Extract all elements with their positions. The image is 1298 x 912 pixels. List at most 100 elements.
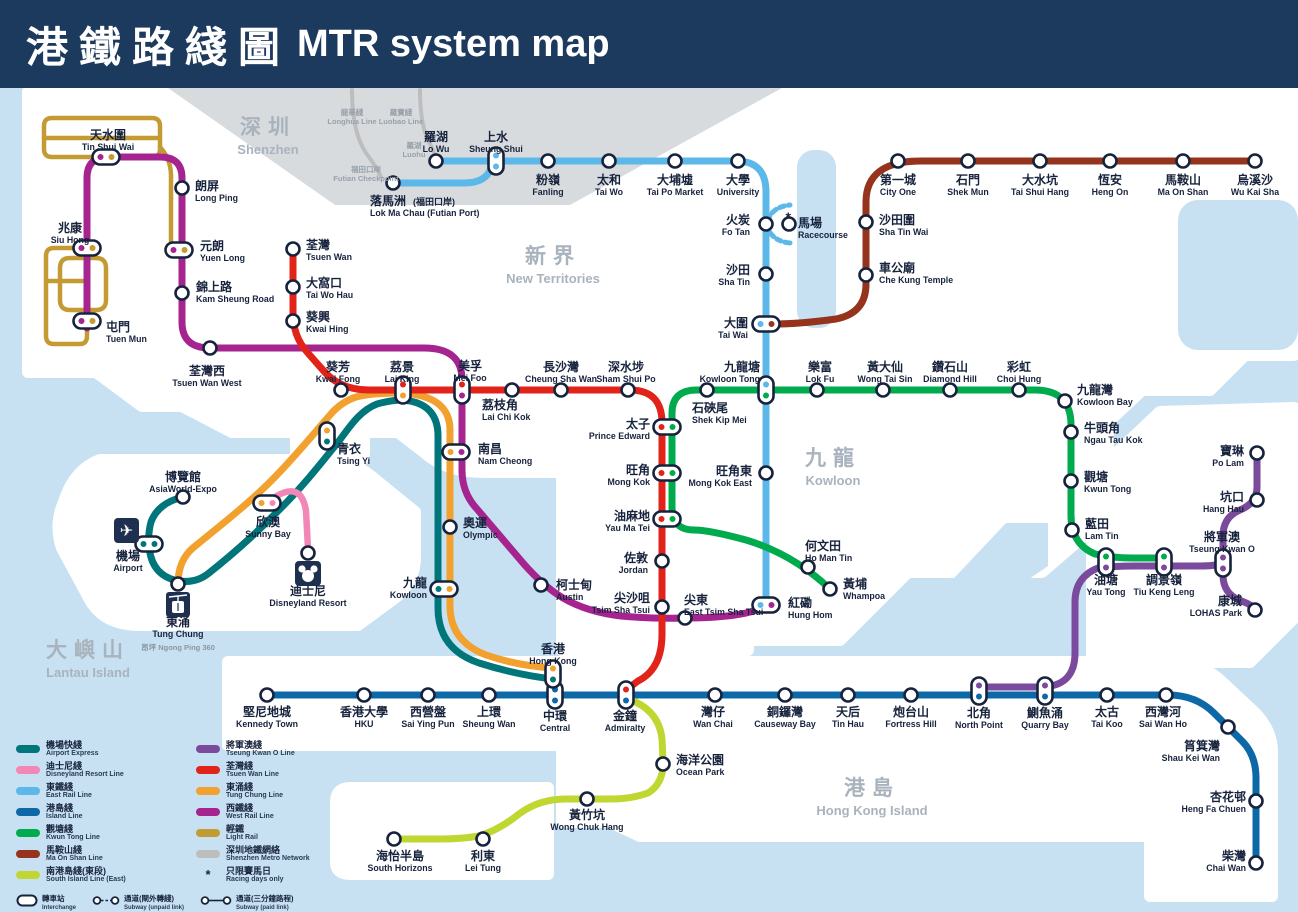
station-olympic — [442, 519, 458, 535]
station-tin-shui-wai — [91, 148, 121, 166]
station-sai-ying-pun — [420, 687, 436, 703]
station-wong-tai-sin — [875, 382, 891, 398]
station-label-zh: 朗屏 — [195, 178, 219, 193]
station-wan-chai — [707, 687, 723, 703]
station-whampoa — [822, 581, 838, 597]
line-tsuen-wan-line — [289, 243, 666, 691]
station-label-zh: 元朗 — [200, 238, 224, 253]
map-note: 昂坪 Ngong Ping 360 — [141, 642, 215, 652]
station-label-zh: 恆安 — [1098, 172, 1122, 187]
station-sha-tin-wai — [858, 214, 874, 230]
station-label-zh: 西灣河 — [1145, 704, 1181, 719]
land-tseung-kwan-o — [1086, 402, 1298, 668]
station-label-en: Yuen Long — [200, 253, 245, 263]
station-label-en: Shek Kip Mei — [692, 415, 747, 425]
station-label-en: Wong Chuk Hang — [550, 822, 623, 832]
station-kowloon-bay — [1057, 393, 1073, 409]
water-shing-mun-river — [797, 150, 836, 328]
legend-swatch-south-island-line-east — [16, 870, 40, 879]
station-label-en: South Horizons — [368, 863, 433, 873]
station-label-en: Mei Foo — [453, 373, 487, 383]
station-heng-fa-chuen — [1248, 793, 1264, 809]
station-label-zh: 黃竹坑 — [568, 807, 605, 822]
station-label-en: Sunny Bay — [245, 529, 291, 539]
station-label-zh: 太古 — [1095, 704, 1119, 719]
station-choi-hung — [1011, 382, 1027, 398]
station-label-en: Admiralty — [605, 723, 646, 733]
station-label-zh: 黃埔 — [842, 576, 867, 591]
station-label-zh: 兆康 — [58, 220, 83, 235]
station-label-zh: 落馬洲 — [370, 193, 406, 208]
station-wu-kai-sha — [1247, 153, 1263, 169]
station-label-en: Hang Hau — [1203, 504, 1244, 514]
legend-label-zh: 輕鐵 — [226, 823, 245, 834]
station-label-en: Whampoa — [843, 591, 885, 601]
land-hong-kong-island — [222, 656, 1278, 902]
legend-label-zh: 東鐵綫 — [46, 781, 74, 792]
station-lok-ma-chau-futian-port — [385, 175, 401, 191]
region-label-new-territories: 新界 — [525, 244, 581, 268]
station-asiaworld-expo — [175, 489, 191, 505]
legend-label-en: Tsuen Wan Line — [226, 770, 279, 778]
station-label-en: Sai Wan Ho — [1139, 719, 1188, 729]
legend-footer-en: Subway (unpaid link) — [124, 905, 185, 911]
station-label-zh: 海怡半島 — [376, 848, 424, 863]
station-tung-chung — [170, 576, 186, 592]
legend-label-en: Kwun Tong Line — [46, 833, 100, 841]
station-label-en: Heng Fa Chuen — [1181, 804, 1246, 814]
station-label-zh: 柯士甸 — [556, 577, 592, 592]
station-label-en: Kennedy Town — [236, 719, 298, 729]
station-label-en: AsiaWorld-Expo — [149, 484, 217, 494]
station-tsing-yi — [318, 421, 336, 451]
station-label-zh: 油麻地 — [614, 508, 650, 523]
station-label-zh: 葵興 — [305, 309, 330, 324]
station-label-en: Lai Chi Kok — [482, 412, 530, 422]
station-fanling — [540, 153, 556, 169]
station-label-en: Choi Hung — [997, 374, 1041, 384]
station-label-en: Central — [540, 723, 570, 733]
legend-swatch-kwun-tong-line — [16, 828, 40, 837]
station-label-zh: 天后 — [836, 704, 860, 719]
station-hong-kong — [544, 659, 562, 689]
line-shenzhen-metro — [418, 88, 439, 160]
station-label-zh: 大學 — [726, 172, 750, 187]
station-label-zh: 長沙灣 — [543, 359, 579, 374]
station-label-en: Fortress Hill — [885, 719, 936, 729]
station-label-en: Wu Kai Sha — [1231, 187, 1279, 197]
legend-label-zh: 港島綫 — [46, 802, 74, 813]
station-label-en: Tai Shui Hang — [1011, 187, 1069, 197]
legend-item-south-island-line-east: 南港島綫(東段)South Island Line (East) — [16, 865, 186, 884]
station-label-en: Hong Kong — [529, 656, 576, 666]
station-fo-tan — [758, 216, 774, 232]
station-label-zh: 香港大學 — [339, 704, 388, 719]
station-label-zh: 杏花邨 — [1209, 789, 1246, 804]
station-label-en: Prince Edward — [589, 431, 650, 441]
station-label-en: Chai Wan — [1206, 863, 1246, 873]
page-title-zh: 港鐵路綫圖 — [26, 23, 292, 71]
station-label-en: Kowloon — [390, 590, 427, 600]
station-label-zh: 屯門 — [106, 319, 130, 334]
region-label-kowloon: 九龍 — [804, 446, 861, 470]
station-label-zh: 沙田 — [726, 263, 750, 277]
station-label-en: City One — [880, 187, 916, 197]
station-label-zh: 美孚 — [458, 358, 482, 373]
station-mong-kok — [652, 464, 682, 482]
station-sha-tin — [758, 266, 774, 282]
station-label-en: Tai Wai — [718, 330, 748, 340]
map-note: 龍華綫 — [341, 107, 364, 117]
station-yau-ma-tei — [652, 510, 682, 528]
station-label-zh: 旺角 — [626, 462, 650, 477]
station-label-en: Ngau Tau Kok — [1084, 435, 1143, 445]
station-label-zh: 粉嶺 — [536, 172, 561, 187]
legend-footer-zh: 通道(三分鐘路程) — [236, 894, 294, 903]
station-kwun-tong — [1063, 473, 1079, 489]
